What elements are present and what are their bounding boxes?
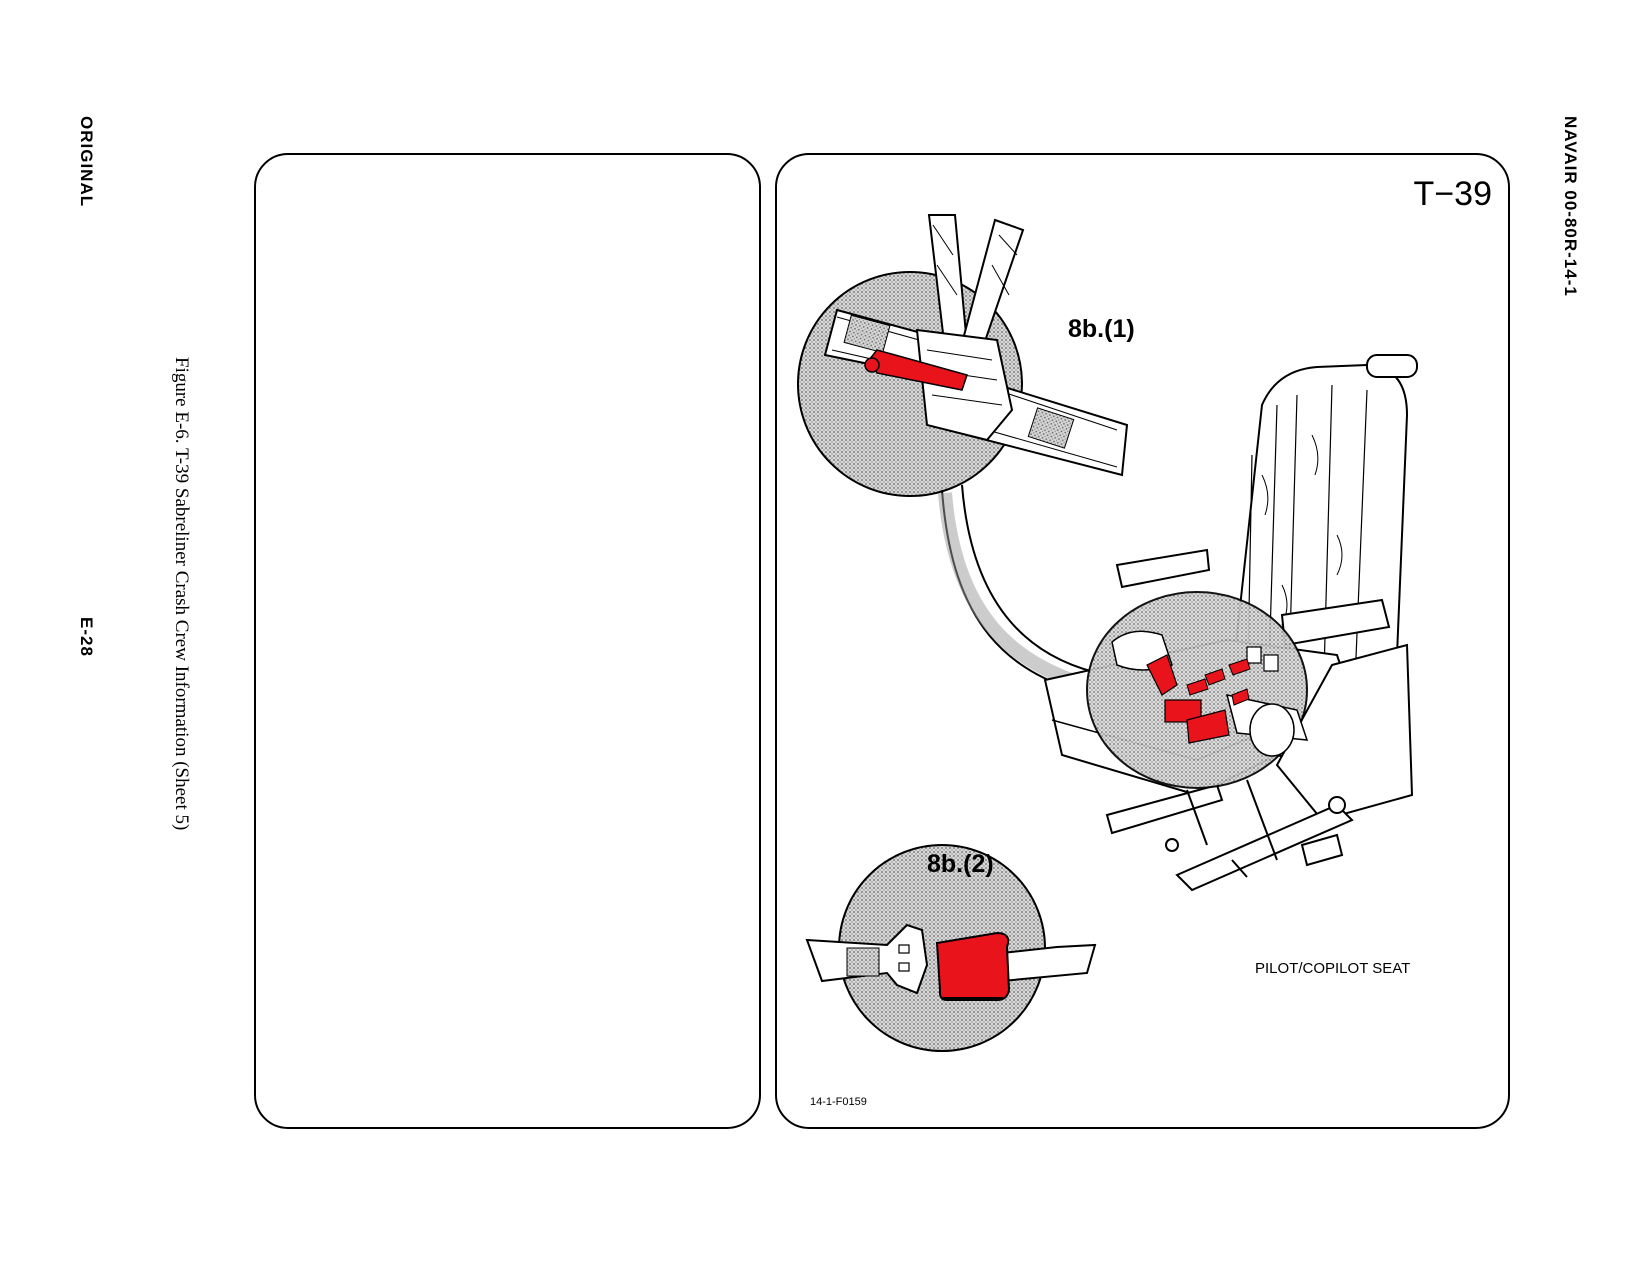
blank-panel (254, 153, 761, 1129)
page-header-left: ORIGINAL (77, 116, 96, 208)
callout-1: 8b.(1) (1068, 315, 1135, 343)
aircraft-label: T−39 (1413, 175, 1492, 213)
page-number: E-28 (77, 617, 96, 657)
figure-id: 14-1-F0159 (810, 1096, 867, 1108)
detail-buckle-lower (805, 844, 1097, 1052)
illustration-panel: T−39 (775, 153, 1510, 1129)
page-header-right: NAVAIR 00-80R-14-1 (1561, 116, 1580, 297)
seat-illustration: 8b.(1) (797, 214, 1418, 1052)
detail-buckle-upper (797, 214, 1129, 698)
detail-harness-seat (1086, 591, 1309, 789)
callout-2: 8b.(2) (927, 850, 994, 878)
seat-label: PILOT/COPILOT SEAT (1255, 960, 1410, 977)
figure-caption: Figure E-6. T-39 Sabreliner Crash Crew I… (171, 357, 192, 831)
